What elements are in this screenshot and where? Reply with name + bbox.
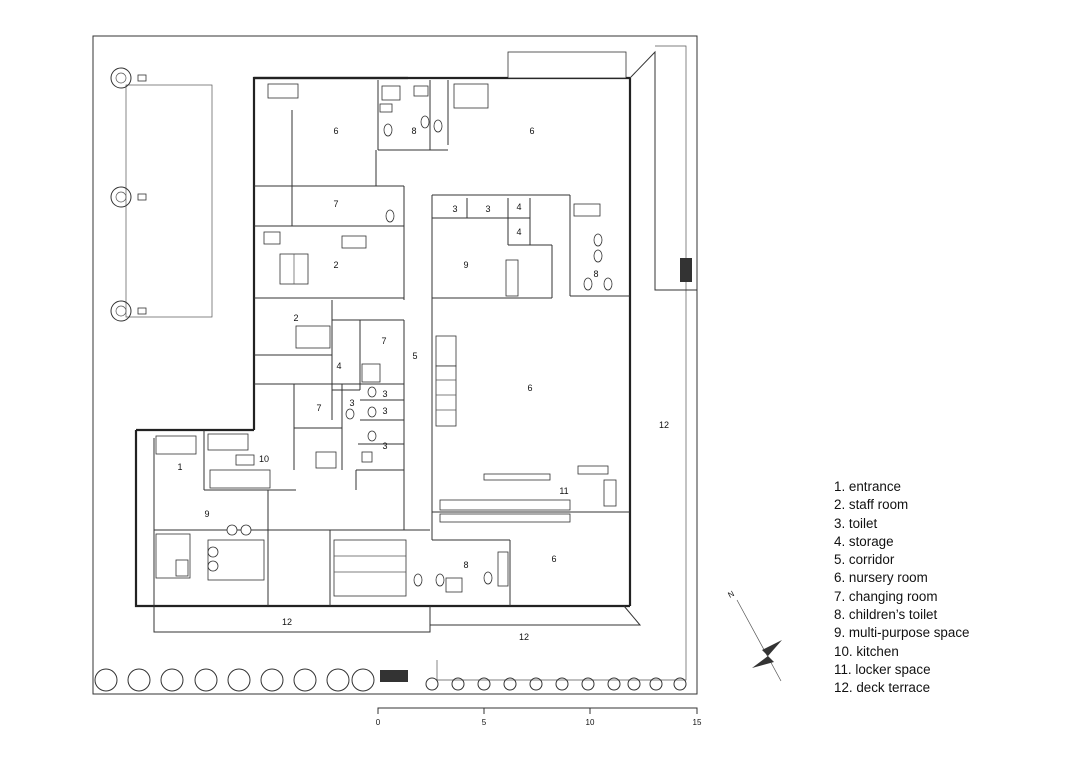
scale-label: 0 (376, 718, 381, 727)
site-boundary (92, 35, 698, 695)
legend-item-changing-room: 7. changing room (834, 588, 938, 604)
legend-item-toilet: 3. toilet (834, 515, 878, 531)
room-label-staff-room: 2 (333, 260, 338, 270)
legend-item-nursery-room: 6. nursery room (834, 570, 928, 586)
legend-item-deck-terrace: 12. deck terrace (834, 680, 931, 696)
room-label-locker-space: 11 (559, 486, 568, 496)
room-label-toilet: 3 (382, 389, 387, 399)
room-label-multi-purpose: 9 (204, 509, 209, 519)
room-label-multi-purpose: 9 (463, 260, 468, 270)
room-label-nursery-room: 6 (527, 383, 532, 393)
scale-bar: 0 5 10 15 (376, 707, 702, 727)
legend-item-entrance: 1. entrance (834, 479, 901, 494)
room-label-childrens-toilet: 8 (463, 560, 468, 570)
room-label-changing-room: 7 (381, 336, 386, 346)
room-label-toilet: 3 (382, 406, 387, 416)
legend-item-kitchen: 10. kitchen (834, 643, 899, 659)
scale-label: 15 (693, 718, 702, 727)
room-label-storage: 4 (516, 227, 521, 237)
legend-item-multi-purpose-space: 9. multi-purpose space (834, 625, 970, 641)
legend-item-locker-space: 11. locker space (834, 661, 931, 677)
room-label-changing-room: 7 (333, 199, 338, 209)
north-label: N (726, 589, 736, 600)
legend-item-staff-room: 2. staff room (834, 497, 909, 513)
room-label-deck-terrace: 12 (519, 632, 529, 642)
room-legend: 1. entrance 2. staff room 3. toilet 4. s… (834, 478, 969, 698)
room-label-nursery-room: 6 (529, 126, 534, 136)
room-label-kitchen: 10 (259, 454, 269, 464)
room-label-nursery-room: 6 (333, 126, 338, 136)
room-label-nursery-room: 6 (551, 554, 556, 564)
room-label-toilet: 3 (382, 441, 387, 451)
room-label-entrance: 1 (177, 462, 182, 472)
yard-area (125, 84, 213, 318)
legend-item-corridor: 5. corridor (834, 552, 895, 568)
room-label-changing-room: 7 (316, 403, 321, 413)
fixtures (155, 51, 692, 682)
room-label-deck-terrace: 12 (659, 420, 669, 430)
room-label-corridor: 5 (412, 351, 417, 361)
room-labels: 1 2 2 3 3 3 3 3 3 4 4 4 5 6 6 6 6 7 7 7 … (177, 126, 669, 642)
room-label-toilet: 3 (349, 398, 354, 408)
room-label-storage: 4 (336, 361, 341, 371)
room-label-toilet: 3 (485, 204, 490, 214)
terrace-edge (436, 45, 687, 681)
scale-label: 5 (482, 718, 487, 727)
scale-label: 10 (586, 718, 595, 727)
room-label-toilet: 3 (452, 204, 457, 214)
bottom-trees (94, 668, 687, 692)
room-label-deck-terrace: 12 (282, 617, 292, 627)
yard-trees (110, 67, 147, 322)
room-label-storage: 4 (516, 202, 521, 212)
legend-item-childrens-toilet: 8. children’s toilet (834, 607, 938, 623)
interior-walls (153, 80, 630, 606)
north-arrow: N (726, 589, 782, 682)
room-label-childrens-toilet: 8 (411, 126, 416, 136)
exterior-walls (134, 50, 697, 633)
room-label-staff-room: 2 (293, 313, 298, 323)
legend-item-storage: 4. storage (834, 533, 894, 549)
room-label-childrens-toilet: 8 (593, 269, 598, 279)
